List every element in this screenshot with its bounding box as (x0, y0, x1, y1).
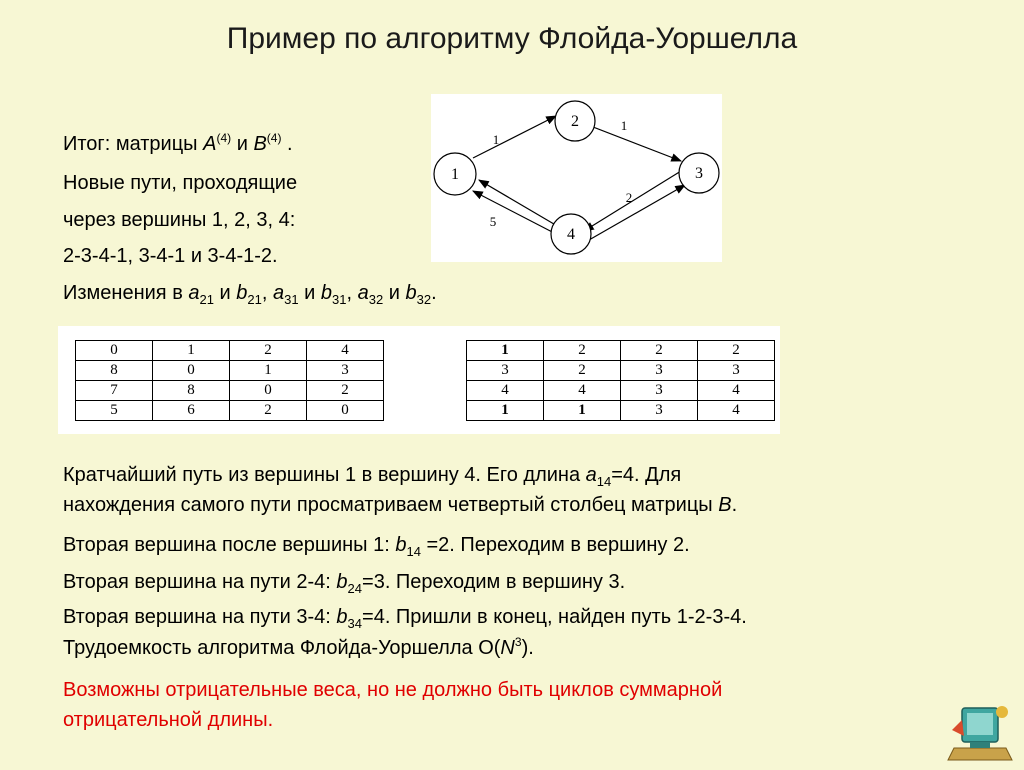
matrix-b-row-4: 1 1 3 4 (466, 400, 775, 421)
complexity-line: Трудоемкость алгоритма Флойда-Уоршелла O… (63, 635, 534, 659)
slide-title: Пример по алгоритму Флойда-Уоршелла (226, 22, 798, 55)
warning-line-2: отрицательной длины. (63, 709, 274, 731)
matrix-a-cell: 1 (152, 340, 230, 361)
matrix-a-cell: 0 (229, 380, 307, 401)
node-2-circle (554, 100, 596, 142)
node-1-label: 1 (451, 166, 459, 183)
new-paths-line-1: Новые пути, проходящие (63, 172, 298, 194)
matrix-a-cell: 8 (75, 360, 153, 381)
node-1-circle (433, 152, 477, 196)
matrix-b-cell: 1 (466, 340, 544, 361)
matrix-b-row-1: 1 2 2 2 (466, 340, 775, 361)
matrix-a-cell: 5 (75, 400, 153, 421)
edge-2-3-weight: 1 (621, 118, 628, 133)
matrix-b-cell: 3 (697, 360, 775, 381)
edge-1-2-weight: 1 (493, 132, 500, 147)
node-2-label: 2 (571, 113, 579, 130)
matrix-a-cell: 6 (152, 400, 230, 421)
matrix-b-cell: 1 (543, 400, 621, 421)
node-4-circle (550, 213, 592, 255)
node-3-circle (678, 152, 720, 194)
matrix-a-cell: 2 (229, 340, 307, 361)
node-3-label: 3 (695, 165, 703, 182)
new-paths-line-3: 2-3-4-1, 3-4-1 и 3-4-1-2. (63, 245, 278, 267)
matrix-a-cell: 3 (306, 360, 384, 381)
computer-clipart-icon (940, 690, 1020, 765)
matrix-a-cell: 2 (306, 380, 384, 401)
matrices-figure: 0 1 2 4 8 0 1 3 7 8 0 2 5 6 2 0 1 2 2 2 (58, 326, 780, 434)
matrix-a-cell: 7 (75, 380, 153, 401)
matrix-b-row-2: 3 2 3 3 (466, 360, 775, 381)
matrix-a-cell: 0 (75, 340, 153, 361)
matrix-b-cell: 4 (466, 380, 544, 401)
matrix-b-cell: 4 (697, 380, 775, 401)
edge-4-1-weight: 5 (490, 214, 497, 229)
matrix-a-row-2: 8 0 1 3 (75, 360, 384, 381)
edge-3-4 (583, 170, 682, 232)
edge-4-1-back (478, 179, 560, 228)
matrix-b-cell: 1 (466, 400, 544, 421)
matrix-b-cell: 3 (620, 400, 698, 421)
matrix-b-cell: 4 (543, 380, 621, 401)
matrix-b-cell: 2 (620, 340, 698, 361)
matrix-a-row-4: 5 6 2 0 (75, 400, 384, 421)
matrix-a-cell: 2 (229, 400, 307, 421)
changes-line: Изменения в a21 и b21, a31 и b31, a32 и … (63, 282, 437, 307)
second-vertex-line-2: Вторая вершина на пути 2-4: b24=3. Перех… (63, 571, 626, 596)
result-line: Итог: матрицы A(4) и B(4) . (63, 131, 293, 155)
matrix-b-cell: 2 (697, 340, 775, 361)
matrix-a-table: 0 1 2 4 8 0 1 3 7 8 0 2 5 6 2 0 (75, 340, 384, 421)
edge-3-4-back (588, 184, 686, 241)
second-vertex-line-3: Вторая вершина на пути 3-4: b34=4. Пришл… (63, 606, 747, 631)
matrix-b-cell: 3 (620, 360, 698, 381)
node-4-label: 4 (567, 226, 575, 243)
matrix-a-row-1: 0 1 2 4 (75, 340, 384, 361)
matrix-a-cell: 8 (152, 380, 230, 401)
matrix-a-cell: 1 (229, 360, 307, 381)
warning-line-1: Возможны отрицательные веса, но не должн… (63, 679, 723, 701)
shortest-line-2: нахождения самого пути просматриваем чет… (63, 494, 738, 516)
matrix-b-cell: 3 (620, 380, 698, 401)
edge-3-4-weight: 2 (626, 190, 633, 205)
matrix-a-cell: 0 (306, 400, 384, 421)
matrix-a-cell: 4 (306, 340, 384, 361)
matrix-a-cell: 0 (152, 360, 230, 381)
matrix-b-cell: 2 (543, 360, 621, 381)
edge-4-1 (472, 190, 559, 236)
graph-svg: 1 2 3 4 1 1 2 5 (433, 100, 720, 255)
shortest-line-1: Кратчайший путь из вершины 1 в вершину 4… (63, 464, 682, 489)
matrix-b-row-3: 4 4 3 4 (466, 380, 775, 401)
matrix-b-table: 1 2 2 2 3 2 3 3 4 4 3 4 1 1 3 4 (466, 340, 775, 421)
matrix-b-cell: 3 (466, 360, 544, 381)
new-paths-line-2: через вершины 1, 2, 3, 4: (63, 209, 296, 231)
matrix-a-row-3: 7 8 0 2 (75, 380, 384, 401)
edge-1-2 (472, 115, 557, 159)
second-vertex-line-1: Вторая вершина после вершины 1: b14 =2. … (63, 534, 690, 559)
matrix-b-cell: 2 (543, 340, 621, 361)
matrix-b-cell: 4 (697, 400, 775, 421)
edge-2-3 (592, 126, 683, 162)
graph-figure: 1 2 3 4 1 1 2 5 (431, 94, 722, 262)
